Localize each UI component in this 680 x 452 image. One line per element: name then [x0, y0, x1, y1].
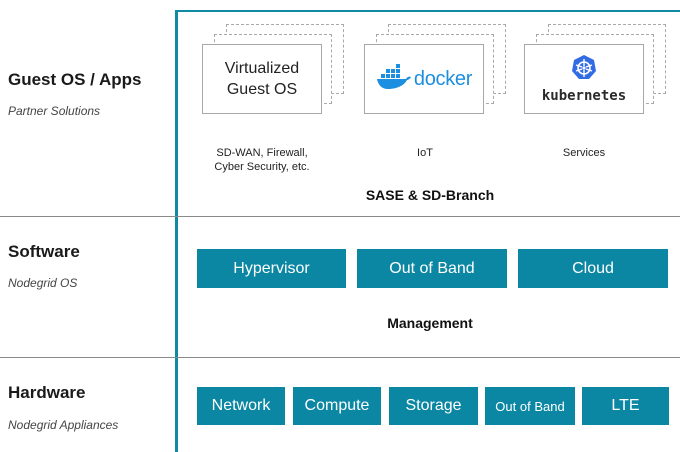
management-label: Management [387, 315, 473, 331]
cloud-box: Cloud [518, 249, 668, 288]
kubernetes-helm-icon [571, 54, 597, 85]
kubernetes-card: kubernetes [524, 44, 644, 114]
guest-os-card-stack: Virtualized Guest OS [202, 24, 352, 114]
docker-card: docker [364, 44, 484, 114]
hardware-layer-title: Hardware [8, 383, 86, 402]
iot-caption: IoT [417, 147, 433, 159]
hypervisor-box: Hypervisor [197, 249, 346, 288]
layer-divider-software-hardware [0, 357, 680, 358]
kubernetes-card-stack: kubernetes [524, 24, 674, 114]
software-out-of-band-box: Out of Band [357, 249, 507, 288]
guest-os-card-line1: Virtualized [224, 60, 300, 77]
storage-box: Storage [389, 387, 478, 425]
top-frame-line [175, 10, 680, 12]
lte-box: LTE [582, 387, 669, 425]
services-caption: Services [562, 147, 606, 159]
guest-os-caption-line1: SD-WAN, Firewall, [216, 147, 308, 159]
docker-whale-icon [376, 63, 412, 95]
sase-sd-branch-label: SASE & SD-Branch [365, 187, 495, 203]
compute-box: Compute [293, 387, 381, 425]
guest-layer-subtitle: Partner Solutions [8, 104, 101, 118]
vertical-frame-line [175, 10, 178, 452]
docker-logo-text: docker [413, 67, 473, 90]
software-layer-subtitle: Nodegrid OS [8, 276, 78, 290]
guest-layer-title: Guest OS / Apps [8, 70, 142, 89]
layer-divider-guest-software [0, 216, 680, 217]
guest-os-card-line2: Guest OS [226, 81, 298, 98]
guest-os-caption-line2: Cyber Security, etc. [214, 161, 310, 173]
software-layer-title: Software [8, 242, 80, 261]
virtualized-guest-os-card: Virtualized Guest OS [202, 44, 322, 114]
guest-os-caption: SD-WAN, Firewall, Cyber Security, etc. [192, 146, 332, 174]
hardware-out-of-band-box: Out of Band [485, 387, 575, 425]
docker-card-stack: docker [364, 24, 514, 114]
hardware-layer-subtitle: Nodegrid Appliances [8, 418, 119, 432]
network-box: Network [197, 387, 285, 425]
kubernetes-logo-text: kubernetes [541, 88, 627, 104]
